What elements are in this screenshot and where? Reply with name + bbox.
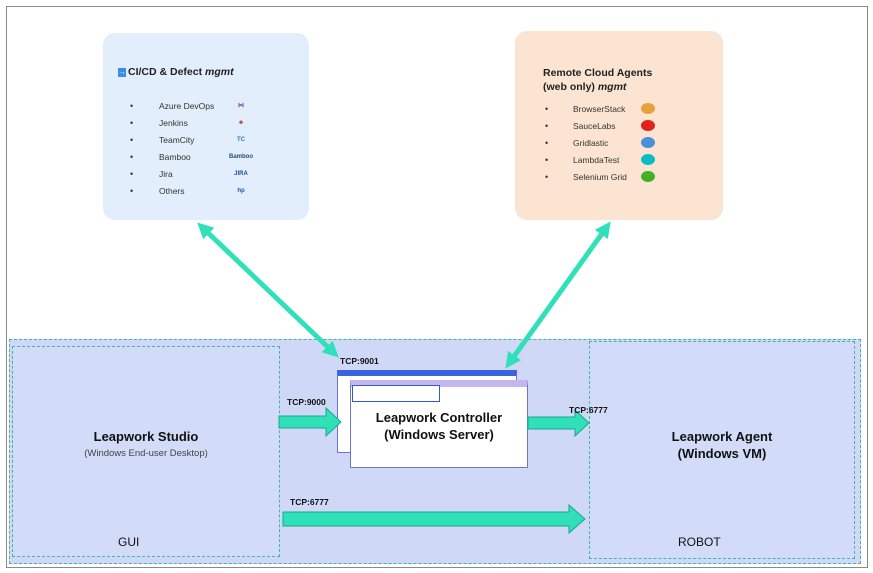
bullet-icon: •: [545, 172, 549, 182]
cloud-agent-item-label: Gridlastic: [573, 138, 609, 148]
tcp-6777-controller-agent-label: TCP:6777: [569, 405, 608, 415]
arrow-studio-to-controller: [278, 406, 342, 438]
ci-cd-panel: [103, 33, 309, 220]
cloud-agent-list-item: • SauceLabs: [545, 119, 685, 136]
bullet-icon: •: [130, 186, 134, 196]
bamboo-logo: Bamboo: [229, 154, 253, 160]
ci-cd-list-item: • Jira JIRA: [130, 167, 270, 184]
leapwork-studio-zone: [12, 346, 280, 557]
ci-cd-item-label: TeamCity: [159, 135, 195, 145]
bullet-icon: •: [130, 169, 134, 179]
arrow-box-icon: →: [118, 67, 126, 77]
bullet-icon: •: [545, 138, 549, 148]
remote-cloud-title-line1: Remote Cloud Agents: [543, 67, 653, 79]
leapwork-controller-title-line1: Leapwork Controller: [375, 410, 503, 425]
leapwork-controller-title: Leapwork Controller (Windows Server): [350, 409, 528, 443]
cloud-agent-item-label: BrowserStack: [573, 104, 626, 114]
cloud-agent-item-label: Selenium Grid: [573, 172, 627, 182]
jenkins-icon: ☻: [237, 120, 245, 126]
ci-cd-panel-title: →CI/CD & Defect mgmt: [118, 65, 234, 79]
cloud-agent-list-item: • Gridlastic: [545, 136, 685, 153]
leapwork-agent-title-line2: (Windows VM): [677, 446, 767, 461]
bullet-icon: •: [545, 155, 549, 165]
jira-logo: JIRA: [234, 171, 248, 177]
bullet-icon: •: [545, 121, 549, 131]
arrow-studio-to-agent: [282, 503, 586, 535]
tcp-9001-label: TCP:9001: [340, 356, 379, 366]
gridlastic-icon: [641, 137, 655, 148]
tcp-6777-studio-agent-label: TCP:6777: [290, 497, 329, 507]
bullet-icon: •: [130, 101, 134, 111]
bullet-icon: •: [545, 104, 549, 114]
selenium-icon: [641, 171, 655, 182]
teamcity-icon: TC: [237, 137, 245, 143]
ci-cd-item-label: Bamboo: [159, 152, 191, 162]
remote-cloud-panel: [515, 31, 723, 220]
cloud-agent-item-label: LambdaTest: [573, 155, 620, 165]
ci-cd-list-item: • Bamboo Bamboo: [130, 150, 270, 167]
bullet-icon: •: [130, 135, 134, 145]
browserstack-icon: [641, 103, 655, 114]
leapwork-controller-title-line2: (Windows Server): [384, 427, 494, 442]
controller-window-address-bar: [352, 385, 440, 402]
cloud-agent-list-item: • BrowserStack: [545, 102, 685, 119]
leapwork-studio-title: Leapwork Studio: [93, 429, 199, 444]
ci-cd-title-emphasis: mgmt: [205, 66, 234, 78]
robot-label: ROBOT: [678, 535, 721, 549]
tcp-9000-label: TCP:9000: [287, 397, 326, 407]
ci-cd-list-item: • Others hp: [130, 184, 270, 201]
lambdatest-icon: [641, 154, 655, 165]
remote-cloud-panel-title: Remote Cloud Agents (web only) mgmt: [543, 66, 652, 94]
visual-studio-icon: ⋈: [238, 103, 244, 109]
ci-cd-item-label: Jenkins: [159, 118, 188, 128]
ci-cd-tool-list: • Azure DevOps ⋈ • Jenkins ☻ • TeamCity TC • Bambo…: [130, 99, 270, 201]
leapwork-studio-subtitle: (Windows End-user Desktop): [84, 448, 208, 459]
leapwork-agent-title-line1: Leapwork Agent: [671, 429, 773, 444]
leapwork-agent-zone: [589, 341, 855, 559]
arrow-controller-to-agent: [527, 408, 590, 438]
saucelabs-icon: [641, 120, 655, 131]
bullet-icon: •: [130, 152, 134, 162]
ci-cd-item-label: Others: [159, 186, 185, 196]
cloud-agent-list-item: • LambdaTest: [545, 153, 685, 170]
hp-logo: hp: [237, 188, 245, 194]
ci-cd-item-label: Jira: [159, 169, 173, 179]
ci-cd-list-item: • Jenkins ☻: [130, 116, 270, 133]
remote-cloud-agent-list: • BrowserStack • SauceLabs • Gridlastic • Lambd…: [545, 102, 685, 187]
ci-cd-title-text: CI/CD & Defect: [128, 66, 203, 78]
cloud-agent-item-label: SauceLabs: [573, 121, 616, 131]
cloud-agent-list-item: • Selenium Grid: [545, 170, 685, 187]
ci-cd-item-label: Azure DevOps: [159, 101, 215, 111]
ci-cd-list-item: • Azure DevOps ⋈: [130, 99, 270, 116]
gui-label: GUI: [118, 535, 140, 549]
ci-cd-list-item: • TeamCity TC: [130, 133, 270, 150]
leapwork-agent-title: Leapwork Agent (Windows VM): [589, 428, 855, 462]
remote-cloud-title-line2: (web only): [543, 81, 595, 93]
remote-cloud-title-emphasis: mgmt: [597, 81, 627, 93]
arrow-cloud-to-controller: [505, 221, 611, 369]
arrow-ci-to-controller: [197, 222, 339, 358]
bullet-icon: •: [130, 118, 134, 128]
